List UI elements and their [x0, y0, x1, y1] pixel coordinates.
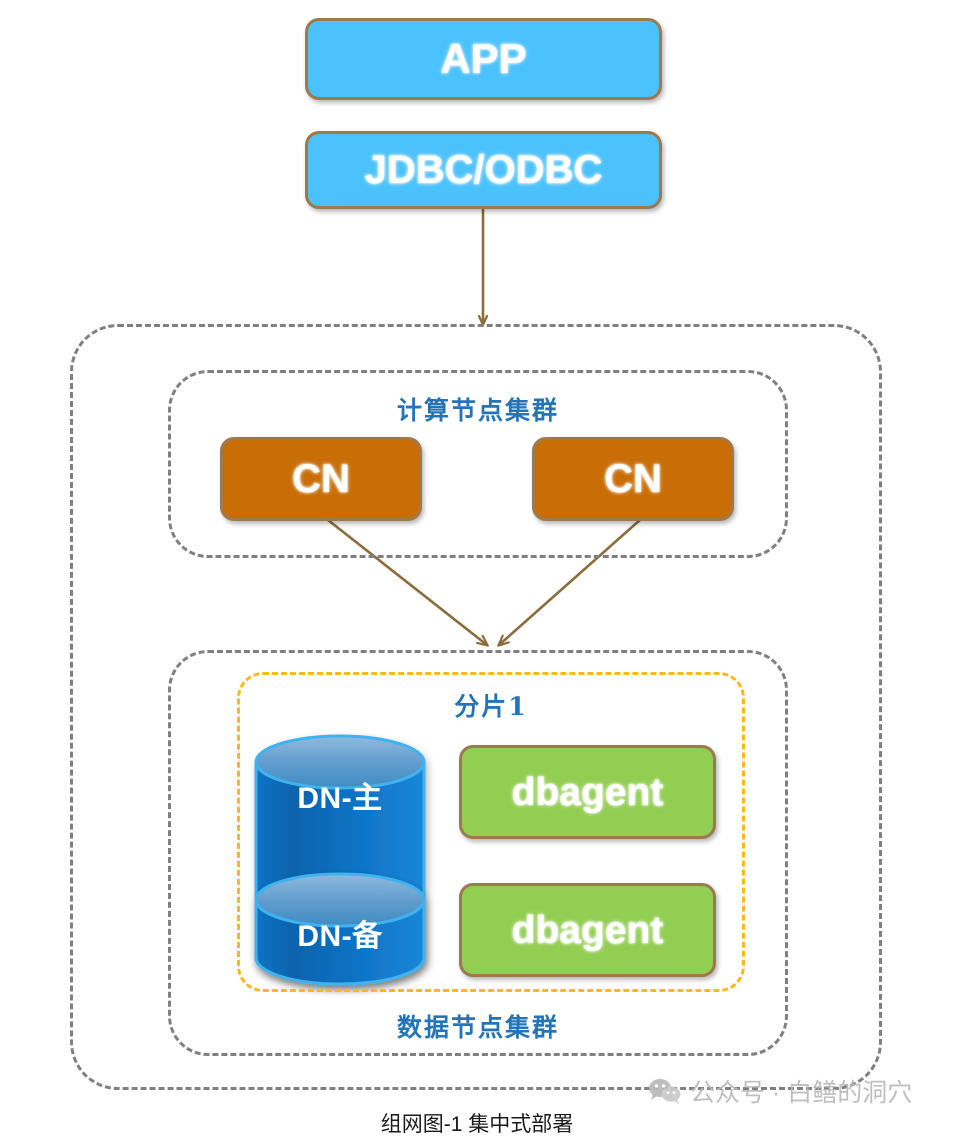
wechat-icon — [649, 1079, 681, 1104]
data-cluster-title: 数据节点集群 — [396, 1013, 559, 1042]
shard-group — [237, 672, 745, 992]
dbagent-label: dbagent — [511, 770, 664, 814]
watermark-text: 公众号 · 白鳝的洞穴 — [690, 1079, 913, 1107]
compute-node-cn-1[interactable]: CN — [220, 437, 422, 521]
dbagent-box-primary[interactable]: dbagent — [459, 745, 716, 839]
dbagent-box-standby[interactable]: dbagent — [459, 883, 716, 977]
driver-label: JDBC/ODBC — [364, 148, 603, 192]
compute-cluster-group — [168, 370, 788, 558]
platform-boundary — [70, 324, 882, 1090]
arrow-cn-left-to-shard — [327, 518, 487, 645]
shard-title: 分片1 — [454, 692, 528, 721]
driver-box[interactable]: JDBC/ODBC — [305, 131, 662, 209]
arrow-cn-right-to-shard — [499, 519, 641, 645]
figure-caption: 组网图-1 集中式部署 — [380, 1113, 574, 1136]
compute-node-cn-2[interactable]: CN — [532, 437, 734, 521]
app-label: APP — [440, 35, 527, 82]
cn-label: CN — [292, 457, 350, 501]
cn-label: CN — [604, 457, 662, 501]
dbagent-label: dbagent — [511, 908, 664, 952]
app-box[interactable]: APP — [305, 18, 662, 100]
cylinder-dn-standby — [254, 872, 426, 986]
watermark: 公众号 · 白鳝的洞穴 — [648, 1073, 912, 1109]
data-cluster-group — [168, 650, 788, 1056]
compute-cluster-title: 计算节点集群 — [396, 396, 559, 425]
